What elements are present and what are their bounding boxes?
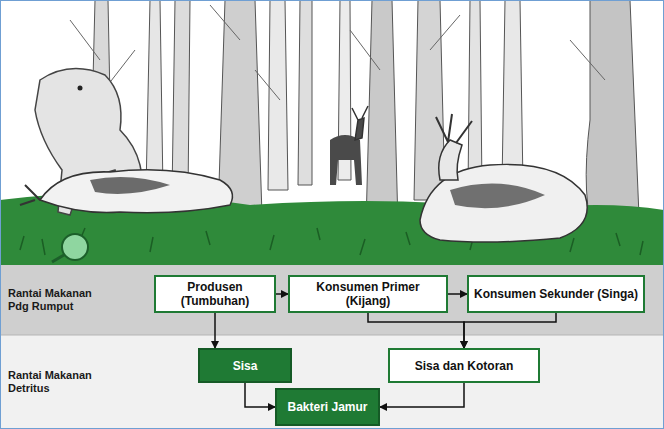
box-label: Sisa xyxy=(229,359,262,373)
flow-arrow xyxy=(380,383,464,407)
flow-arrow xyxy=(245,383,275,407)
consumer-box: Konsumen Primer (Kijang) xyxy=(288,275,448,313)
consumer-box: Konsumen Sekunder (Singa) xyxy=(467,275,645,313)
band-label: Rantai Makanan Detritus xyxy=(8,369,94,395)
remains-box: Sisa xyxy=(198,348,292,383)
box-label: Sisa dan Kotoran xyxy=(411,359,518,373)
box-label: Konsumen Sekunder (Singa) xyxy=(470,287,642,301)
flow-arrow xyxy=(276,293,288,295)
flow-arrow xyxy=(448,293,467,295)
remains-box: Sisa dan Kotoran xyxy=(388,348,540,383)
box-label: Konsumen Primer (Kijang) xyxy=(290,280,446,308)
flow-arrow xyxy=(214,313,216,348)
flow-arrow xyxy=(464,313,556,348)
producer-box: Produsen (Tumbuhan) xyxy=(154,275,276,313)
box-label: Bakteri Jamur xyxy=(283,400,371,414)
decomposer-box: Bakteri Jamur xyxy=(275,388,380,426)
food-chain-band: Rantai Makanan Pdg Rumput Produsen (Tumbu… xyxy=(0,265,664,335)
food-chain-band: Rantai Makanan Detritus Sisa Sisa dan Koto… xyxy=(0,335,664,429)
band-label: Rantai Makanan Pdg Rumput xyxy=(8,287,94,313)
flow-arrow xyxy=(368,313,464,348)
box-label: Produsen (Tumbuhan) xyxy=(156,280,274,308)
